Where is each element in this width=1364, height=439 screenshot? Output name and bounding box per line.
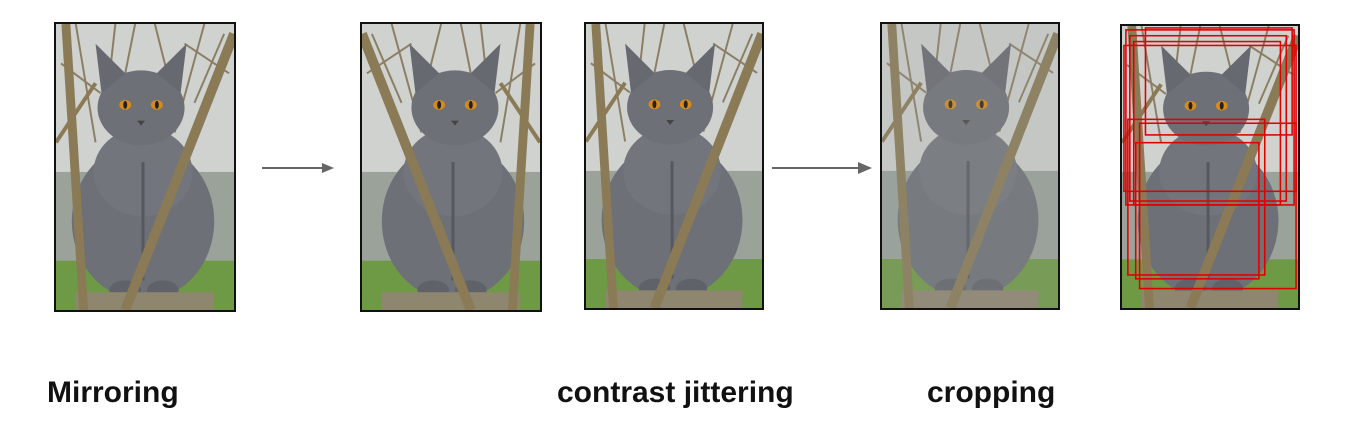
contrast-jittering-label: contrast jittering <box>557 376 794 409</box>
original-cat-image <box>54 22 236 312</box>
crop-boxes <box>1123 27 1297 290</box>
contrast-original-cat-image <box>584 22 764 310</box>
right-arrow-icon <box>772 162 872 174</box>
right-arrow-icon <box>262 163 334 173</box>
cropped-cat-image <box>1120 24 1300 310</box>
mirrored-cat-image <box>360 22 542 312</box>
mirroring-label: Mirroring <box>47 376 179 409</box>
cropping-label: cropping <box>927 376 1056 409</box>
contrast-jittered-cat-image <box>880 22 1060 310</box>
